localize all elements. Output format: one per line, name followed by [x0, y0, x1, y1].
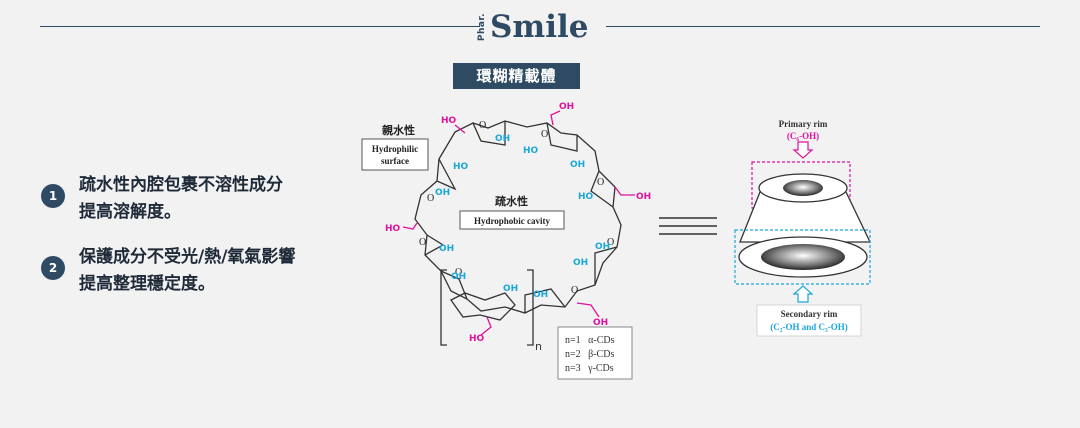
- oh-magenta-2: OH: [559, 102, 574, 112]
- point-number-1: 1: [41, 184, 65, 208]
- cd-legend-gamma: n=3 γ-CDs: [565, 363, 614, 374]
- ring-o-1: O: [479, 120, 486, 131]
- oh-cyan-6: HO: [578, 192, 594, 202]
- primary-hydroxyl-bonds: [402, 110, 635, 336]
- ring-o-2: O: [541, 129, 548, 140]
- point-text-2: 保護成分不受光/熱/氧氣影響 提高整理穩定度。: [79, 244, 295, 298]
- point-2: 2 保護成分不受光/熱/氧氣影響 提高整理穩定度。: [41, 244, 295, 298]
- secondary-hydroxyls: OH HO OH HO OH HO OH OH OH OH OH OH: [435, 134, 610, 300]
- point-number-2: 2: [41, 256, 65, 280]
- section-title: 環糊精載體: [453, 63, 580, 89]
- cyclodextrin-cone-schematic: Primary rim (C₆-OH) Secondary rim (C₂-OH…: [734, 119, 872, 337]
- ring-o-7: O: [419, 237, 426, 248]
- cd-legend-beta: n=2 β-CDs: [565, 349, 614, 360]
- header-line-left: [40, 26, 480, 27]
- header-line-right: [606, 26, 1040, 27]
- primary-rim-label: Primary rim: [779, 119, 828, 129]
- oh-cyan-1: OH: [495, 134, 510, 144]
- oh-cyan-9: OH: [439, 244, 454, 254]
- oh-cyan-12: OH: [533, 290, 548, 300]
- secondary-rim-box: [734, 229, 871, 285]
- logo-prefix: Phar.: [477, 12, 487, 42]
- oh-magenta-1: HO: [441, 116, 457, 126]
- ring-oxygens: O O O O O O O O: [419, 120, 614, 296]
- oh-cyan-7: OH: [595, 242, 610, 252]
- logo-wordmark: Smile: [490, 9, 589, 45]
- cyclodextrin-structure-diagram: 親水性 Hydrophilic surface O O O O O O O O …: [361, 102, 651, 380]
- point-1-line-1: 疏水性內腔包裹不溶性成分: [79, 175, 283, 195]
- subscript-n: n: [535, 340, 542, 353]
- point-2-line-2: 提高整理穩定度。: [79, 274, 215, 294]
- oh-cyan-10: OH: [451, 272, 466, 282]
- hydrophilic-en-label-1: Hydrophilic: [372, 144, 418, 154]
- cone-top-cavity: [783, 180, 823, 196]
- ring-o-6: O: [427, 193, 434, 204]
- oh-magenta-6: HO: [469, 334, 485, 344]
- primary-rim-formula: (C₆-OH): [787, 131, 819, 141]
- hydrophobic-cn-label: 疏水性: [495, 194, 528, 208]
- logo: Phar. Smile: [477, 8, 589, 46]
- cd-legend-box: [557, 326, 633, 380]
- oh-magenta-5: HO: [385, 224, 401, 234]
- oh-cyan-2: HO: [523, 146, 539, 156]
- hydrophilic-en-label-2: surface: [381, 156, 409, 166]
- cone-bottom-cavity: [761, 244, 845, 270]
- ring-o-8: O: [455, 267, 462, 278]
- equivalence-icon: [659, 217, 717, 235]
- point-1-line-2: 提高溶解度。: [79, 202, 181, 222]
- primary-arrow-icon: [792, 141, 814, 159]
- secondary-rim-formula: (C₂-OH and C₃-OH): [770, 322, 847, 332]
- secondary-rim-label: Secondary rim: [781, 309, 838, 319]
- oh-magenta-4: OH: [593, 318, 608, 328]
- oh-cyan-3: OH: [570, 160, 585, 170]
- hydrophobic-en-label: Hydrophobic cavity: [474, 216, 551, 226]
- cd-legend-alpha: n=1 α-CDs: [565, 335, 615, 346]
- oh-magenta-3: OH: [636, 192, 651, 202]
- ring-skeleton: [414, 120, 622, 346]
- ring-o-5: O: [571, 285, 578, 296]
- point-2-line-1: 保護成分不受光/熱/氧氣影響: [79, 247, 296, 267]
- ring-o-4: O: [607, 237, 614, 248]
- secondary-arrow-icon: [792, 285, 814, 303]
- point-1: 1 疏水性內腔包裹不溶性成分 提高溶解度。: [41, 172, 283, 226]
- point-text-1: 疏水性內腔包裹不溶性成分 提高溶解度。: [79, 172, 283, 226]
- oh-cyan-5: OH: [435, 188, 450, 198]
- hydrophilic-cn-label: 親水性: [382, 123, 415, 137]
- primary-hydroxyls: HO OH OH OH HO HO: [385, 102, 651, 344]
- ring-o-3: O: [597, 177, 604, 188]
- oh-cyan-11: OH: [503, 284, 518, 294]
- secondary-rim-label-box: [756, 304, 862, 337]
- hydrophobic-box: [459, 210, 565, 230]
- oh-cyan-4: HO: [453, 162, 469, 172]
- hydrophilic-box: [361, 138, 429, 171]
- oh-cyan-8: OH: [573, 258, 588, 268]
